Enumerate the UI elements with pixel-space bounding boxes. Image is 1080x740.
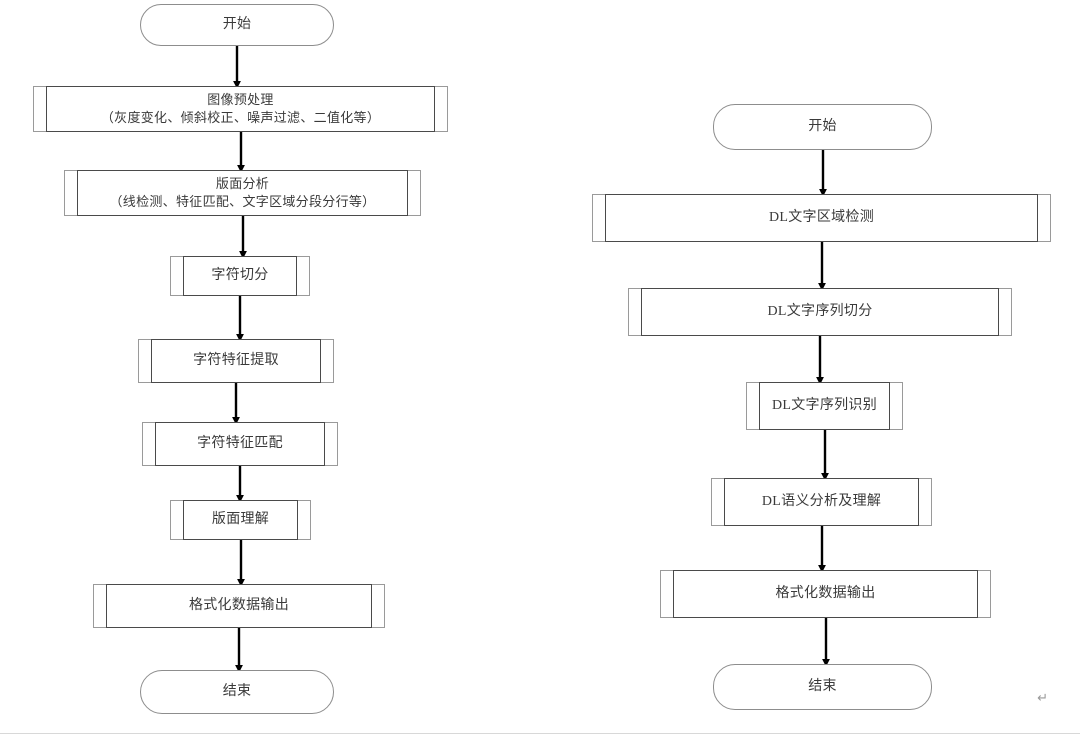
- flow-node-label: DL文字区域检测: [768, 209, 875, 225]
- flow-node-label: 结束: [222, 683, 252, 699]
- flow-node-label: DL语义分析及理解: [761, 493, 882, 509]
- flow-node-l8[interactable]: 格式化数据输出: [93, 584, 385, 628]
- flow-node-l9[interactable]: 结束: [140, 670, 334, 714]
- flow-node-l5[interactable]: 字符特征提取: [138, 339, 334, 383]
- flow-node-l7[interactable]: 版面理解: [170, 500, 311, 540]
- flow-node-r5[interactable]: DL语义分析及理解: [711, 478, 932, 526]
- flow-node-label: 版面分析 （线检测、特征匹配、文字区域分段分行等）: [109, 176, 376, 209]
- flow-node-r3[interactable]: DL文字序列切分: [628, 288, 1012, 336]
- flow-node-l1[interactable]: 开始: [140, 4, 334, 46]
- flow-node-label: DL文字序列识别: [771, 397, 878, 413]
- flow-node-l2[interactable]: 图像预处理 （灰度变化、倾斜校正、噪声过滤、二值化等）: [33, 86, 448, 132]
- flow-node-l6[interactable]: 字符特征匹配: [142, 422, 338, 466]
- flow-node-r1[interactable]: 开始: [713, 104, 932, 150]
- flow-node-label: 开始: [222, 16, 252, 32]
- flow-node-r2[interactable]: DL文字区域检测: [592, 194, 1051, 242]
- page-bottom-divider: [0, 733, 1080, 734]
- flow-node-r4[interactable]: DL文字序列识别: [746, 382, 903, 430]
- flow-node-label: 格式化数据输出: [188, 597, 290, 613]
- flow-node-r7[interactable]: 结束: [713, 664, 932, 710]
- flow-node-label: DL文字序列切分: [767, 303, 873, 319]
- flow-node-r6[interactable]: 格式化数据输出: [660, 570, 991, 618]
- flow-node-label: 字符特征匹配: [197, 435, 283, 451]
- flow-node-l4[interactable]: 字符切分: [170, 256, 310, 296]
- flow-node-label: 字符特征提取: [193, 352, 279, 368]
- flow-node-label: 结束: [808, 678, 837, 694]
- flow-node-label: 格式化数据输出: [775, 585, 876, 601]
- flow-node-label: 图像预处理 （灰度变化、倾斜校正、噪声过滤、二值化等）: [100, 92, 381, 125]
- flow-node-label: 版面理解: [211, 511, 270, 527]
- paragraph-mark-icon: ↵: [1037, 690, 1048, 705]
- flow-node-label: 字符切分: [211, 267, 269, 283]
- flow-node-l3[interactable]: 版面分析 （线检测、特征匹配、文字区域分段分行等）: [64, 170, 421, 216]
- flow-node-label: 开始: [808, 118, 837, 134]
